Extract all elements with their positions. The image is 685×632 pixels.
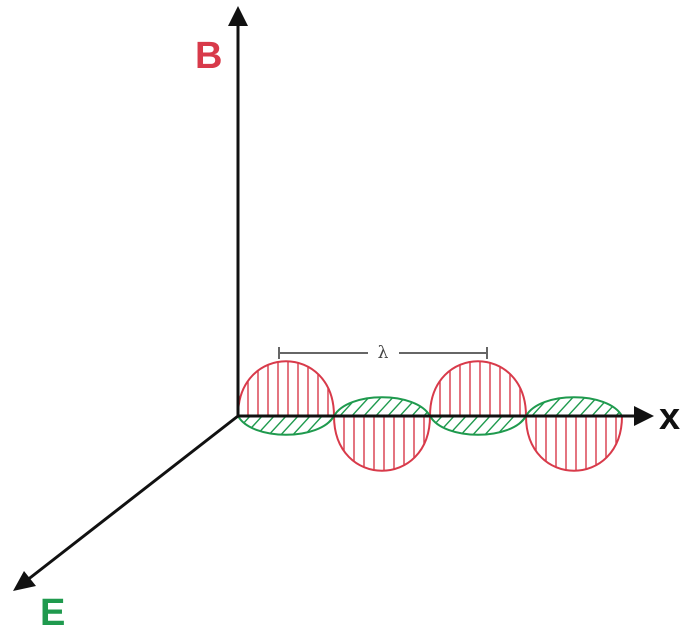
e-axis-line (25, 414, 239, 583)
b-field-hatching (535, 416, 617, 471)
e-axis-label: E (40, 592, 65, 632)
b-field-outline (429, 360, 527, 417)
e-field-outline (525, 396, 623, 417)
e-field-outline (333, 396, 431, 417)
b-axis-arrowhead (228, 6, 248, 26)
b-field-wave (237, 360, 623, 472)
b-field-outline (525, 415, 623, 472)
b-field-lobe (525, 415, 623, 472)
wavelength-marker: λ (278, 343, 488, 363)
e-field-outline (429, 415, 527, 436)
b-field-lobe (333, 415, 431, 472)
e-axis-arrowhead (13, 571, 36, 591)
e-field-outline (237, 415, 335, 436)
wavelength-label: λ (378, 343, 389, 363)
e-field-lobe (237, 415, 335, 436)
e-field-lobe (333, 396, 431, 417)
b-field-hatching (343, 416, 425, 471)
axes (13, 6, 654, 591)
e-field-lobe (429, 415, 527, 436)
b-field-hatching (247, 361, 329, 416)
x-axis-label: x (659, 396, 680, 438)
x-axis-arrowhead (634, 406, 654, 426)
b-field-lobe (429, 360, 527, 417)
b-field-outline (237, 360, 335, 417)
b-field-hatching (439, 361, 521, 416)
b-field-outline (333, 415, 431, 472)
b-field-lobe (237, 360, 335, 417)
b-axis-label: B (195, 35, 222, 77)
